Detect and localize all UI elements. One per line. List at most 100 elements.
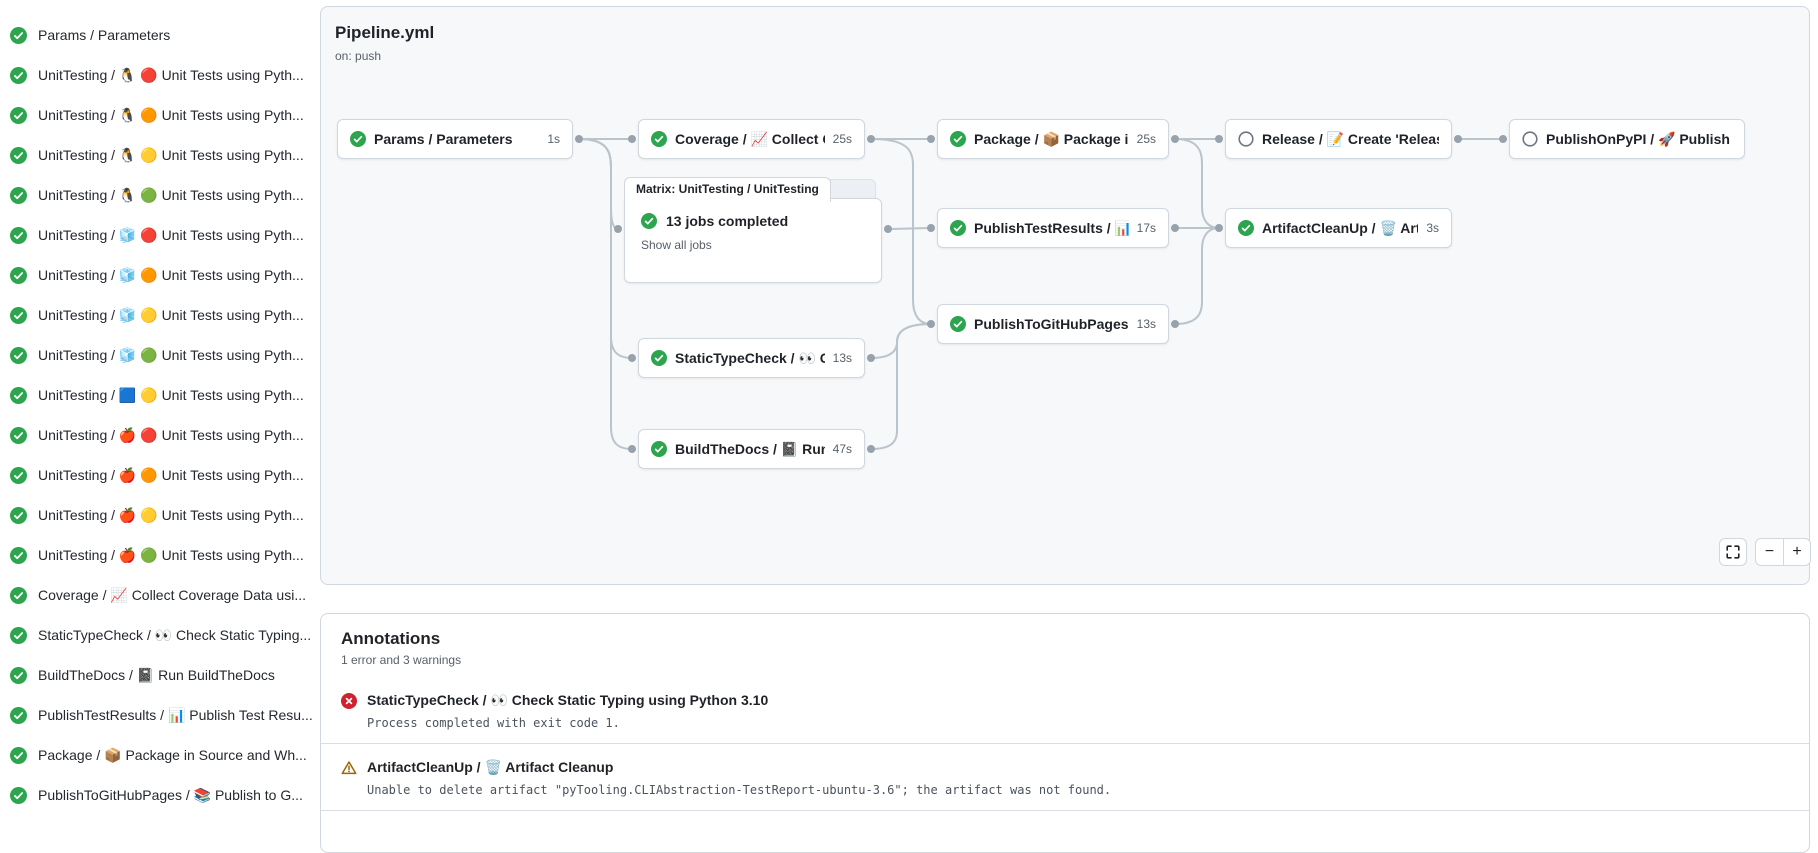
sidebar-job-label: PublishTestResults / 📊 Publish Test Resu… (38, 707, 313, 724)
graph-node-release[interactable]: Release / 📝 Create 'Release P... (1225, 119, 1452, 159)
sidebar-job-item[interactable]: UnitTesting / 🐧 🔴 Unit Tests using Pyth.… (0, 55, 318, 95)
sidebar-job-label: UnitTesting / 🧊 🔴 Unit Tests using Pyth.… (38, 227, 304, 244)
success-check-icon (10, 747, 27, 764)
annotations-title: Annotations (341, 629, 1789, 649)
success-check-icon (10, 27, 27, 44)
skipped-circle-icon (1522, 131, 1538, 147)
sidebar-job-item[interactable]: PublishTestResults / 📊 Publish Test Resu… (0, 695, 318, 735)
success-check-icon (950, 220, 966, 236)
graph-edges (321, 7, 1811, 586)
sidebar-job-label: UnitTesting / 🍎 🔴 Unit Tests using Pyth.… (38, 427, 304, 444)
success-check-icon (10, 187, 27, 204)
sidebar-job-label: Package / 📦 Package in Source and Wh... (38, 747, 307, 764)
graph-node-publish-to-github-pages[interactable]: PublishToGitHubPages / 📚 ... 13s (937, 304, 1169, 344)
sidebar-job-label: UnitTesting / 🍎 🟢 Unit Tests using Pyth.… (38, 547, 304, 564)
success-check-icon (10, 587, 27, 604)
sidebar-job-item[interactable]: BuildTheDocs / 📓 Run BuildTheDocs (0, 655, 318, 695)
sidebar-job-item[interactable]: Coverage / 📈 Collect Coverage Data usi..… (0, 575, 318, 615)
success-check-icon (651, 350, 667, 366)
sidebar-job-item[interactable]: Params / Parameters (0, 15, 318, 55)
annotations-list: StaticTypeCheck / 👀 Check Static Typing … (321, 677, 1809, 811)
node-label: ArtifactCleanUp / 🗑️ Artifac... (1262, 220, 1418, 237)
sidebar-job-label: StaticTypeCheck / 👀 Check Static Typing.… (38, 627, 311, 644)
sidebar-job-label: UnitTesting / 🧊 🟡 Unit Tests using Pyth.… (38, 307, 304, 324)
node-duration: 47s (833, 442, 852, 456)
sidebar-job-label: UnitTesting / 🟦 🟡 Unit Tests using Pyth.… (38, 387, 304, 404)
sidebar-job-item[interactable]: UnitTesting / 🍎 🟠 Unit Tests using Pyth.… (0, 455, 318, 495)
annotations-panel: Annotations 1 error and 3 warnings Stati… (320, 613, 1810, 853)
sidebar-job-item[interactable]: UnitTesting / 🍎 🔴 Unit Tests using Pyth.… (0, 415, 318, 455)
success-check-icon (10, 347, 27, 364)
matrix-group-tab: Matrix: UnitTesting / UnitTesting (624, 177, 831, 202)
success-check-icon (10, 387, 27, 404)
sidebar-job-item[interactable]: UnitTesting / 🧊 🟡 Unit Tests using Pyth.… (0, 295, 318, 335)
sidebar-job-item[interactable]: UnitTesting / 🟦 🟡 Unit Tests using Pyth.… (0, 375, 318, 415)
success-check-icon (10, 147, 27, 164)
sidebar-job-item[interactable]: UnitTesting / 🐧 🟠 Unit Tests using Pyth.… (0, 95, 318, 135)
graph-node-params[interactable]: Params / Parameters 1s (337, 119, 573, 159)
workflow-graph-panel: Pipeline.yml on: push (320, 6, 1810, 585)
sidebar-job-item[interactable]: PublishToGitHubPages / 📚 Publish to G... (0, 775, 318, 815)
node-label: Params / Parameters (374, 131, 539, 147)
matrix-group-node[interactable]: 13 jobs completed Show all jobs (624, 198, 882, 283)
graph-node-artifact-cleanup[interactable]: ArtifactCleanUp / 🗑️ Artifac... 3s (1225, 208, 1452, 248)
sidebar-job-label: UnitTesting / 🐧 🔴 Unit Tests using Pyth.… (38, 67, 304, 84)
success-check-icon (950, 131, 966, 147)
annotation-row: ArtifactCleanUp / 🗑️ Artifact Cleanup Un… (321, 744, 1809, 811)
warning-icon (341, 760, 357, 776)
matrix-summary-label: 13 jobs completed (666, 213, 788, 229)
node-duration: 17s (1137, 221, 1156, 235)
zoom-control-group: − + (1755, 538, 1811, 566)
sidebar-job-item[interactable]: UnitTesting / 🍎 🟡 Unit Tests using Pyth.… (0, 495, 318, 535)
graph-node-build-the-docs[interactable]: BuildTheDocs / 📓 Run Buil... 47s (638, 429, 865, 469)
annotations-summary: 1 error and 3 warnings (341, 653, 1789, 667)
graph-node-publish-on-pypi[interactable]: PublishOnPyPI / 🚀 Publish to ... (1509, 119, 1745, 159)
graph-node-publish-test-results[interactable]: PublishTestResults / 📊 Pu... 17s (937, 208, 1169, 248)
sidebar-job-item[interactable]: UnitTesting / 🧊 🟠 Unit Tests using Pyth.… (0, 255, 318, 295)
sidebar-job-item[interactable]: UnitTesting / 🐧 🟢 Unit Tests using Pyth.… (0, 175, 318, 215)
success-check-icon (10, 267, 27, 284)
success-check-icon (10, 427, 27, 444)
sidebar-job-item[interactable]: UnitTesting / 🧊 🔴 Unit Tests using Pyth.… (0, 215, 318, 255)
show-all-jobs-link[interactable]: Show all jobs (641, 238, 865, 252)
sidebar-job-label: UnitTesting / 🧊 🟠 Unit Tests using Pyth.… (38, 267, 304, 284)
graph-node-static-type-check[interactable]: StaticTypeCheck / 👀 Chec... 13s (638, 338, 865, 378)
sidebar-job-label: Params / Parameters (38, 27, 170, 43)
success-check-icon (651, 131, 667, 147)
node-duration: 13s (1137, 317, 1156, 331)
annotation-row: StaticTypeCheck / 👀 Check Static Typing … (321, 677, 1809, 744)
zoom-out-button[interactable]: − (1756, 539, 1783, 565)
node-duration: 1s (547, 132, 560, 146)
success-check-icon (641, 213, 657, 229)
sidebar-job-label: UnitTesting / 🐧 🟢 Unit Tests using Pyth.… (38, 187, 304, 204)
success-check-icon (10, 707, 27, 724)
sidebar-job-item[interactable]: UnitTesting / 🐧 🟡 Unit Tests using Pyth.… (0, 135, 318, 175)
fullscreen-button[interactable] (1719, 538, 1747, 566)
node-label: Package / 📦 Package in So... (974, 131, 1129, 148)
sidebar-job-label: PublishToGitHubPages / 📚 Publish to G... (38, 787, 303, 804)
fullscreen-icon (1725, 544, 1741, 560)
success-check-icon (10, 307, 27, 324)
sidebar-job-label: UnitTesting / 🐧 🟠 Unit Tests using Pyth.… (38, 107, 304, 124)
annotation-title: ArtifactCleanUp / 🗑️ Artifact Cleanup (367, 759, 613, 776)
error-icon (341, 693, 357, 709)
sidebar-job-label: BuildTheDocs / 📓 Run BuildTheDocs (38, 667, 275, 684)
success-check-icon (1238, 220, 1254, 236)
sidebar-job-item[interactable]: Package / 📦 Package in Source and Wh... (0, 735, 318, 775)
zoom-in-button[interactable]: + (1783, 539, 1810, 565)
node-duration: 25s (833, 132, 852, 146)
graph-node-package[interactable]: Package / 📦 Package in So... 25s (937, 119, 1169, 159)
graph-node-coverage[interactable]: Coverage / 📈 Collect Cove... 25s (638, 119, 865, 159)
sidebar-job-label: UnitTesting / 🧊 🟢 Unit Tests using Pyth.… (38, 347, 304, 364)
success-check-icon (10, 67, 27, 84)
sidebar-job-item[interactable]: StaticTypeCheck / 👀 Check Static Typing.… (0, 615, 318, 655)
node-label: PublishToGitHubPages / 📚 ... (974, 316, 1129, 333)
success-check-icon (10, 667, 27, 684)
sidebar-job-label: UnitTesting / 🐧 🟡 Unit Tests using Pyth.… (38, 147, 304, 164)
sidebar-job-label: Coverage / 📈 Collect Coverage Data usi..… (38, 587, 306, 604)
sidebar-job-item[interactable]: UnitTesting / 🧊 🟢 Unit Tests using Pyth.… (0, 335, 318, 375)
sidebar-job-item[interactable]: UnitTesting / 🍎 🟢 Unit Tests using Pyth.… (0, 535, 318, 575)
success-check-icon (10, 507, 27, 524)
success-check-icon (651, 441, 667, 457)
node-duration: 25s (1137, 132, 1156, 146)
